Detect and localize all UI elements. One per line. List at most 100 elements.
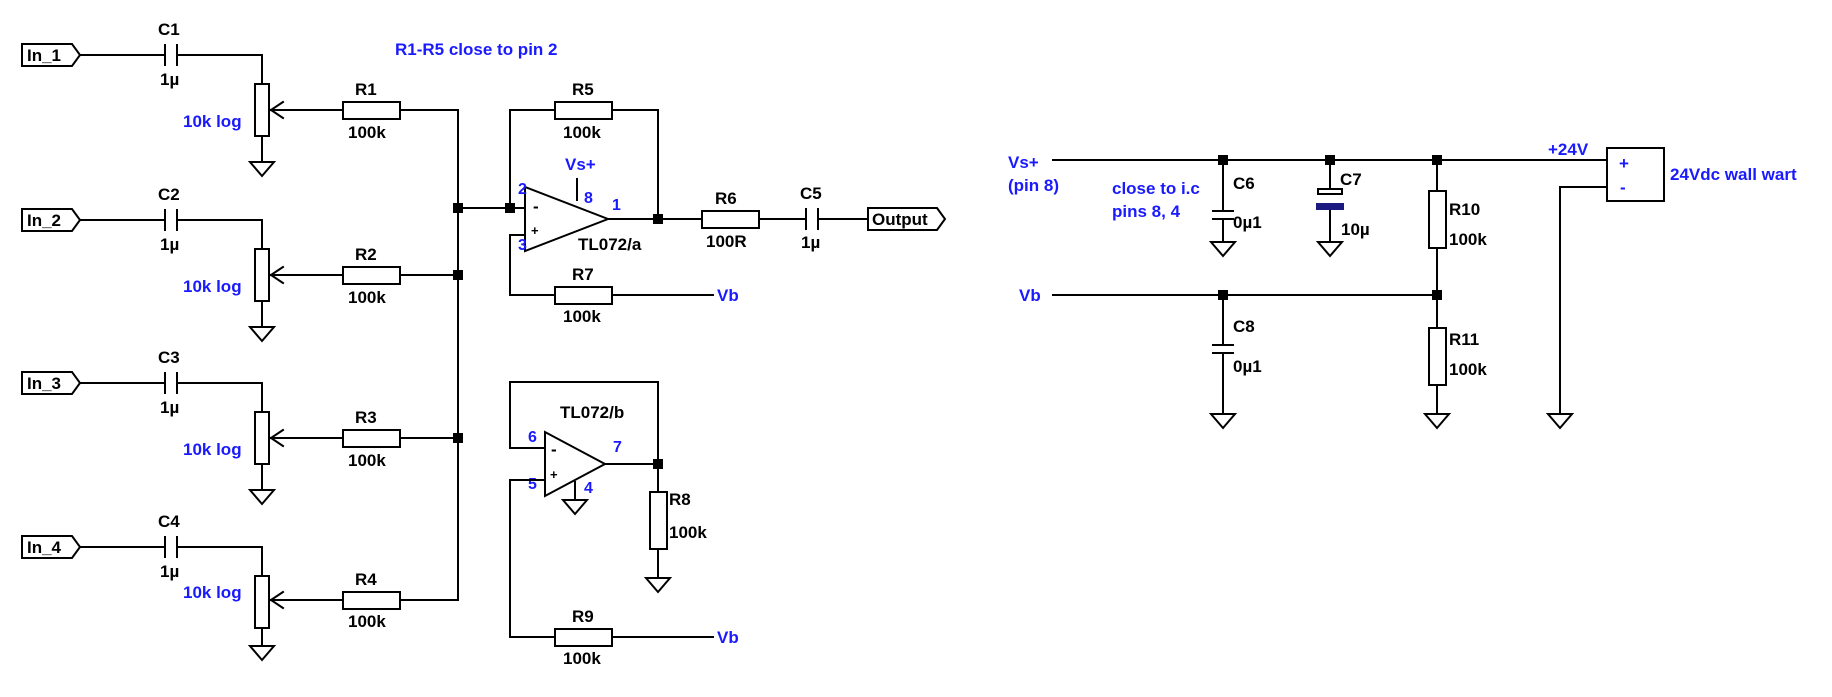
input-port-label-2: In_2 bbox=[27, 211, 61, 230]
capacitor-c4 bbox=[164, 536, 178, 558]
junction bbox=[453, 433, 463, 443]
pin-5: 5 bbox=[528, 476, 537, 493]
opamp-plus: + bbox=[550, 467, 558, 482]
res-name: R4 bbox=[355, 570, 377, 589]
output-port bbox=[867, 207, 947, 231]
net-vb: Vb bbox=[717, 286, 739, 305]
resistor-r6 bbox=[701, 210, 760, 229]
capacitor-c7-neg-plate bbox=[1316, 203, 1344, 210]
res-name: R9 bbox=[572, 607, 594, 626]
resistor-r1 bbox=[342, 101, 401, 120]
wiper-arrow-icon bbox=[269, 428, 344, 448]
cap-name: C7 bbox=[1340, 170, 1362, 189]
cap-value: 1µ bbox=[160, 398, 179, 417]
input-channel-2: In_2 C2 1µ 10k log R2 100k bbox=[21, 185, 459, 343]
ground-icon bbox=[247, 489, 277, 506]
pot-value: 10k log bbox=[183, 583, 242, 602]
pin-6: 6 bbox=[528, 429, 537, 446]
psu-minus: - bbox=[1620, 178, 1626, 197]
junction bbox=[653, 214, 663, 224]
resistor-r4 bbox=[342, 591, 401, 610]
net-pin8-note: (pin 8) bbox=[1008, 176, 1059, 195]
pot-value: 10k log bbox=[183, 440, 242, 459]
wiper-arrow-icon bbox=[269, 100, 344, 120]
resistor-r8 bbox=[649, 491, 668, 550]
capacitor-c5 bbox=[805, 208, 819, 230]
capacitor-c8 bbox=[1212, 344, 1234, 354]
resistor-r3 bbox=[342, 429, 401, 448]
res-name: R2 bbox=[355, 245, 377, 264]
potentiometer bbox=[254, 575, 270, 629]
power-supply: Vs+ (pin 8) +24V close to i.c pins 8, 4 … bbox=[1008, 140, 1797, 430]
resistor-r9 bbox=[554, 628, 613, 647]
ground-icon bbox=[1315, 241, 1345, 258]
opamp-b-name: TL072/b bbox=[560, 403, 624, 422]
input-channel-4: In_4 C4 1µ 10k log R4 100k bbox=[21, 512, 459, 662]
pin-7: 7 bbox=[613, 439, 622, 456]
res-value: 100k bbox=[348, 123, 386, 142]
cap-value: 0µ1 bbox=[1233, 213, 1262, 232]
input-port-2 bbox=[21, 208, 82, 232]
cap-name: C4 bbox=[158, 512, 180, 531]
resistor-r2 bbox=[342, 266, 401, 285]
cap-value: 1µ bbox=[160, 562, 179, 581]
opamp-plus: + bbox=[531, 223, 539, 238]
pin-2: 2 bbox=[518, 181, 527, 198]
wire bbox=[1559, 186, 1608, 415]
capacitor-c1 bbox=[164, 44, 178, 66]
ground-icon bbox=[643, 577, 673, 594]
cap-name: C2 bbox=[158, 185, 180, 204]
note-r1-r5: R1-R5 close to pin 2 bbox=[395, 40, 557, 59]
junction bbox=[453, 203, 463, 213]
wiper-arrow-icon bbox=[269, 265, 344, 285]
ground-icon bbox=[1208, 241, 1238, 258]
ground-icon bbox=[247, 161, 277, 178]
pin-4: 4 bbox=[584, 480, 593, 497]
pin-3: 3 bbox=[518, 237, 527, 254]
potentiometer bbox=[254, 83, 270, 137]
junction bbox=[453, 270, 463, 280]
ground-icon bbox=[247, 326, 277, 343]
pin-1: 1 bbox=[612, 197, 621, 214]
pot-value: 10k log bbox=[183, 277, 242, 296]
res-name: R5 bbox=[572, 80, 594, 99]
input-channel-3: In_3 C3 1µ 10k log R3 100k bbox=[21, 348, 459, 506]
capacitor-c7-plate bbox=[1317, 188, 1343, 195]
opamp-b: - + TL072/b 6 5 7 4 R8 100k R9 100k Vb bbox=[509, 381, 739, 668]
ground-icon bbox=[1422, 413, 1452, 430]
net-plus24: +24V bbox=[1548, 140, 1589, 159]
feedback-wire bbox=[509, 109, 659, 220]
wire bbox=[79, 219, 263, 250]
res-name: R11 bbox=[1449, 330, 1479, 349]
ground-icon bbox=[1545, 413, 1575, 430]
opamp-a-name: TL072/a bbox=[578, 235, 642, 254]
wall-wart-box bbox=[1606, 147, 1665, 202]
wire bbox=[509, 234, 714, 296]
input-port-label-4: In_4 bbox=[27, 538, 62, 557]
note-close-ic-2: pins 8, 4 bbox=[1112, 202, 1181, 221]
wire bbox=[79, 54, 263, 85]
potentiometer bbox=[254, 248, 270, 302]
input-port-1 bbox=[21, 43, 82, 67]
wiper-arrow-icon bbox=[269, 590, 344, 610]
res-value: 100k bbox=[669, 523, 707, 542]
cap-name: C3 bbox=[158, 348, 180, 367]
ground-icon bbox=[247, 645, 277, 662]
res-name: R1 bbox=[355, 80, 377, 99]
mixer-bus: R1-R5 close to pin 2 bbox=[395, 40, 557, 601]
resistor-r5 bbox=[554, 101, 613, 120]
input-channel-1: In_1 C1 1µ 10k log R1 100k bbox=[21, 20, 459, 209]
res-name: R7 bbox=[572, 265, 594, 284]
feedback-wire bbox=[509, 381, 659, 465]
capacitor-c6 bbox=[1212, 210, 1234, 220]
res-name: R6 bbox=[715, 189, 737, 208]
net-vb: Vb bbox=[717, 628, 739, 647]
pin-8: 8 bbox=[584, 190, 593, 207]
net-vb-psu: Vb bbox=[1019, 286, 1041, 305]
res-value: 100k bbox=[1449, 360, 1487, 379]
opamp-a-symbol bbox=[524, 185, 611, 253]
cap-value: 1µ bbox=[160, 235, 179, 254]
cap-name: C8 bbox=[1233, 317, 1255, 336]
res-value: 100k bbox=[563, 649, 601, 668]
